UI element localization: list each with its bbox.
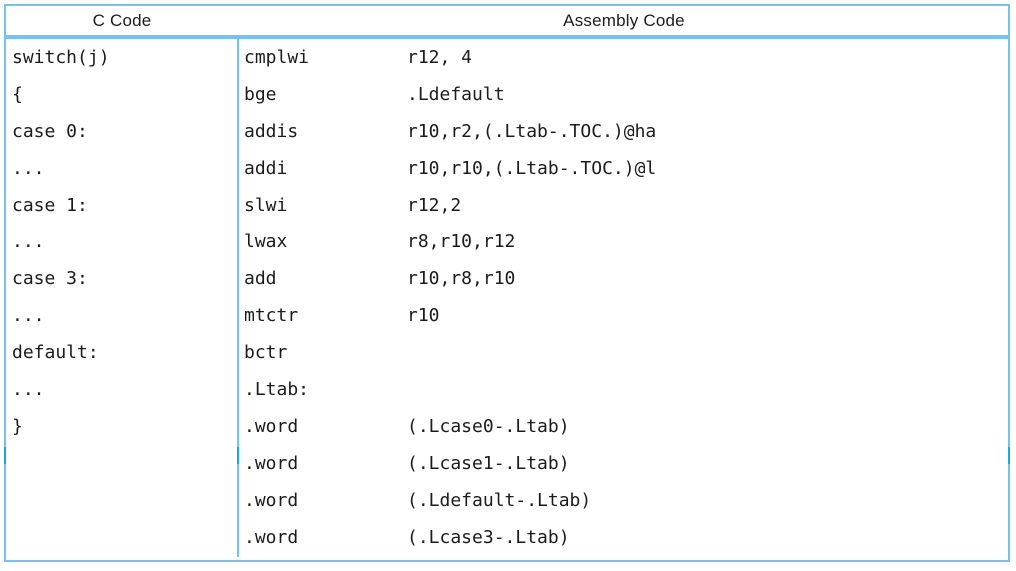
assembly-mnemonic: mtctr <box>244 305 299 327</box>
assembly-line: lwax r8,r10,r12 <box>244 224 1008 261</box>
assembly-operands: r12,2 <box>407 194 462 216</box>
assembly-mnemonic: .Ltab: <box>244 379 310 401</box>
c-code-line: case 0: <box>12 120 88 142</box>
assembly-operands: r10,r8,r10 <box>407 268 516 290</box>
assembly-line: cmplwi r12, 4 <box>244 40 1008 77</box>
assembly-line: .word (.Lcase3-.Ltab) <box>244 520 1008 557</box>
c-code-line: case 1: <box>12 194 88 216</box>
assembly-line: .word (.Ldefault-.Ltab) <box>244 483 1008 520</box>
assembly-operands: r12, 4 <box>407 47 473 68</box>
assembly-mnemonic: .word <box>244 489 299 511</box>
code-comparison-table: C Code Assembly Code switch(j) { case 0:… <box>4 4 1010 562</box>
assembly-mnemonic: bge <box>244 83 277 105</box>
assembly-operands: r8,r10,r12 <box>407 231 516 253</box>
assembly-mnemonic: lwax <box>244 231 288 253</box>
c-code-line: ... <box>12 157 45 179</box>
assembly-line: .Ltab: <box>244 372 1008 409</box>
assembly-mnemonic: bctr <box>244 342 288 364</box>
assembly-line: .word (.Lcase1-.Ltab) <box>244 446 1008 483</box>
assembly-operands: .Ldefault <box>407 83 505 105</box>
assembly-mnemonic: cmplwi <box>244 47 310 68</box>
assembly-mnemonic: .word <box>244 526 299 548</box>
assembly-code-column: cmplwi r12, 4 bge .Ldefault addis r10,r2,(.… <box>240 39 1008 557</box>
c-code-line: switch(j) <box>12 47 110 68</box>
assembly-operands: r10 <box>407 305 440 327</box>
column-divider-rule <box>237 39 239 557</box>
assembly-line: addi r10,r10,(.Ltab-.TOC.)@l <box>244 151 1008 188</box>
row-boundary-mark-left <box>4 447 6 464</box>
c-code-line: case 3: <box>12 268 88 290</box>
c-code-column-header: C Code <box>92 10 152 30</box>
c-code-column: switch(j) { case 0: ... case 1: ... case… <box>6 39 238 557</box>
c-code-line: ... <box>12 305 45 327</box>
table-header-row: C Code Assembly Code <box>6 6 1008 35</box>
assembly-line: addis r10,r2,(.Ltab-.TOC.)@ha <box>244 114 1008 151</box>
table-body: switch(j) { case 0: ... case 1: ... case… <box>6 39 1008 557</box>
c-code-line: default: <box>12 342 99 364</box>
assembly-operands: (.Lcase1-.Ltab) <box>407 452 570 474</box>
assembly-code-column-header: Assembly Code <box>563 10 685 30</box>
c-code-line: ... <box>12 231 45 253</box>
assembly-mnemonic: addi <box>244 157 288 179</box>
assembly-mnemonic: .word <box>244 452 299 474</box>
assembly-line: add r10,r8,r10 <box>244 261 1008 298</box>
assembly-operands: (.Lcase0-.Ltab) <box>407 415 570 437</box>
row-boundary-mark-middle <box>237 447 239 464</box>
assembly-operands: (.Lcase3-.Ltab) <box>407 526 570 548</box>
assembly-line: bge .Ldefault <box>244 77 1008 114</box>
assembly-operands: r10,r2,(.Ltab-.TOC.)@ha <box>407 120 657 142</box>
assembly-mnemonic: addis <box>244 120 299 142</box>
header-double-rule <box>6 35 1008 39</box>
c-code-line: ... <box>12 379 45 401</box>
assembly-line: .word (.Lcase0-.Ltab) <box>244 409 1008 446</box>
assembly-mnemonic: .word <box>244 415 299 437</box>
c-code-line: } <box>12 415 23 437</box>
assembly-line: slwi r12,2 <box>244 188 1008 225</box>
assembly-line: mtctr r10 <box>244 298 1008 335</box>
assembly-mnemonic: add <box>244 268 277 290</box>
assembly-operands: (.Ldefault-.Ltab) <box>407 489 592 511</box>
row-boundary-mark-right <box>1008 447 1010 464</box>
assembly-mnemonic: slwi <box>244 194 288 216</box>
c-code-line: { <box>12 83 23 105</box>
assembly-operands: r10,r10,(.Ltab-.TOC.)@l <box>407 157 657 179</box>
assembly-line: bctr <box>244 335 1008 372</box>
